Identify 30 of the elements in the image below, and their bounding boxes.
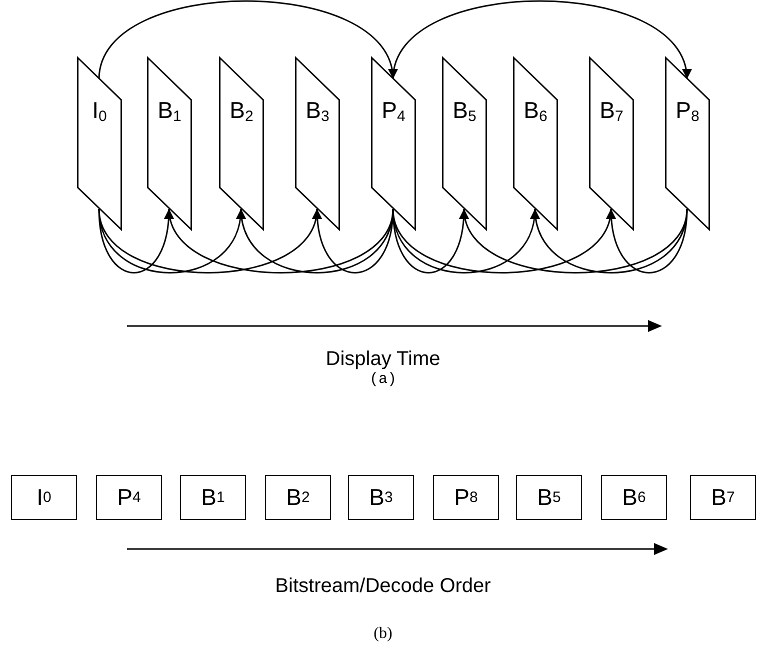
arrow <box>606 208 688 274</box>
caption: (b) <box>374 625 392 643</box>
video-frame <box>371 57 416 230</box>
video-frame <box>295 57 340 230</box>
arrow <box>312 208 394 274</box>
frame-label: B$_{2}$ <box>228 97 254 125</box>
frame-label: P$_{4}$ <box>380 97 406 125</box>
arrow <box>166 208 394 274</box>
frame-label: B$_{3}$ <box>304 97 330 125</box>
arrow <box>238 208 394 274</box>
arrow <box>532 208 688 274</box>
frame-label: B$_{5}$ <box>452 97 478 125</box>
frame-label: I$_{0}$ <box>91 97 108 125</box>
frame-label: B$_{6}$ <box>522 97 548 125</box>
frame-label: B$_{7}$ <box>598 97 624 125</box>
caption: Display Time <box>326 348 440 371</box>
frame-label: B$_{1}$ <box>156 97 182 125</box>
video-frame <box>513 57 558 230</box>
arrow <box>392 0 690 80</box>
video-frame <box>589 57 634 230</box>
video-frame <box>665 57 710 230</box>
arrow <box>98 0 396 80</box>
video-frame <box>147 57 192 230</box>
video-frame <box>219 57 264 230</box>
frame-label: P$_{8}$ <box>674 97 700 125</box>
video-frame <box>442 57 487 230</box>
caption: (a) <box>370 371 396 388</box>
arrow <box>461 208 688 274</box>
video-frame <box>77 57 122 230</box>
caption: Bitstream/Decode Order <box>275 575 491 598</box>
